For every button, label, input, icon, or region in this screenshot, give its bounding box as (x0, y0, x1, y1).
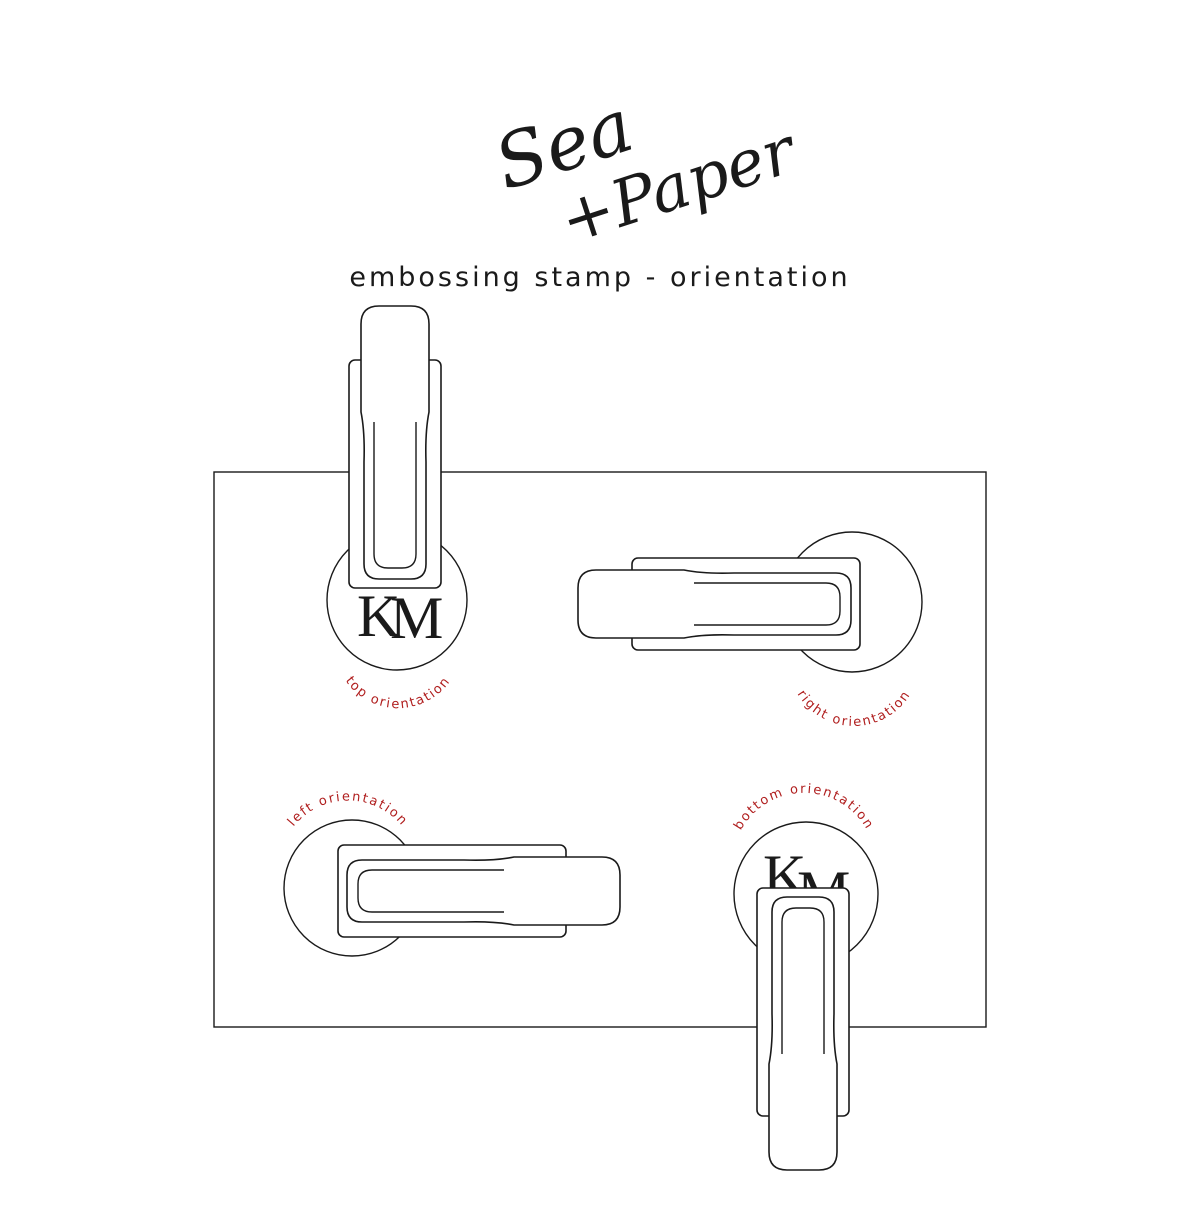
label-right: right orientation (794, 687, 914, 730)
embosser-top (348, 305, 442, 589)
label-right-text: right orientation (794, 687, 913, 730)
brand-logo: Sea +Paper (485, 83, 807, 260)
monogram-m-top: M (390, 585, 443, 651)
stamp-left: M left orientation (283, 789, 621, 957)
monogram-k-top: K (357, 583, 400, 649)
label-top: top orientation (342, 674, 454, 713)
paper-sheet (213, 471, 987, 1028)
embosser-left (337, 844, 621, 938)
stamp-bottom: K M bottom orientation (731, 782, 879, 1171)
stamp-top: K M top orientation (326, 305, 468, 713)
embosser-bottom (756, 887, 850, 1171)
stamp-right: K right orientation (577, 531, 923, 730)
label-top-text: top orientation (342, 674, 452, 713)
page-title: embossing stamp - orientation (349, 262, 851, 293)
embosser-right (577, 557, 861, 651)
